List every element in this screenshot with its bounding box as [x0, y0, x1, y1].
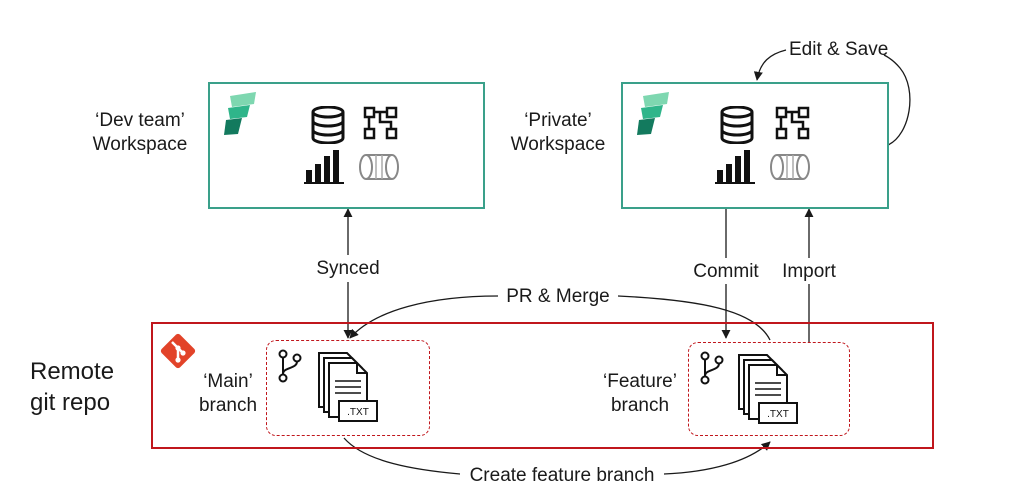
feature-branch-name: ‘Feature’ — [603, 371, 677, 392]
main-branch-word: branch — [198, 395, 258, 416]
create-feature-branch-label: Create feature branch — [469, 465, 655, 486]
feature-branch-word: branch — [610, 395, 670, 416]
database-icon — [720, 106, 754, 144]
remote-repo-label: Remote git repo — [30, 356, 114, 418]
private-workspace-label: ‘Private’ Workspace — [500, 109, 616, 157]
pipeline-icon — [770, 154, 810, 180]
git-logo-icon — [160, 333, 196, 369]
bar-chart-icon — [715, 150, 755, 184]
pr-merge-arrow-right — [617, 295, 771, 341]
import-label: Import — [782, 261, 836, 282]
remote-repo-line1: Remote — [30, 358, 115, 385]
main-branch-name: ‘Main’ — [203, 371, 253, 392]
main-file-label: .TXT — [347, 407, 369, 418]
git-branch-icon — [278, 349, 302, 383]
pr-merge-label: PR & Merge — [506, 286, 610, 307]
commit-label: Commit — [693, 261, 759, 282]
edit-save-label: Edit & Save — [789, 39, 889, 60]
txt-files-icon: .TXT — [738, 354, 798, 424]
pipeline-icon — [359, 154, 399, 180]
main-branch-box[interactable]: .TXT — [266, 340, 430, 436]
feature-branch-box[interactable]: .TXT — [688, 342, 850, 436]
dev-workspace-label: ‘Dev team’ Workspace — [78, 109, 202, 157]
remote-repo-box[interactable] — [151, 322, 934, 449]
hierarchy-icon — [363, 106, 398, 140]
edit-save-loop — [883, 54, 911, 146]
txt-files-icon: .TXT — [318, 352, 378, 422]
pr-merge-arrow-left — [349, 295, 499, 339]
remote-repo-line2: git repo — [30, 389, 111, 416]
dev-workspace-word: Workspace — [92, 134, 188, 155]
private-workspace-box[interactable] — [621, 82, 889, 209]
fabric-logo-icon — [224, 92, 256, 135]
dev-workspace-name: ‘Dev team’ — [95, 110, 185, 131]
hierarchy-icon — [775, 106, 810, 140]
main-branch-label: ‘Main’ branch — [186, 370, 270, 418]
fabric-logo-icon — [637, 92, 669, 135]
edit-save-arrow-in — [753, 49, 787, 81]
dev-workspace-box[interactable] — [208, 82, 485, 209]
private-workspace-word: Workspace — [510, 134, 606, 155]
git-branch-icon — [700, 351, 724, 385]
feature-branch-label: ‘Feature’ branch — [590, 370, 690, 418]
synced-label: Synced — [316, 258, 380, 279]
create-feature-arrow — [343, 437, 461, 475]
bar-chart-icon — [304, 150, 344, 184]
database-icon — [311, 106, 345, 144]
private-workspace-name: ‘Private’ — [524, 110, 592, 131]
feature-file-label: .TXT — [767, 409, 789, 420]
